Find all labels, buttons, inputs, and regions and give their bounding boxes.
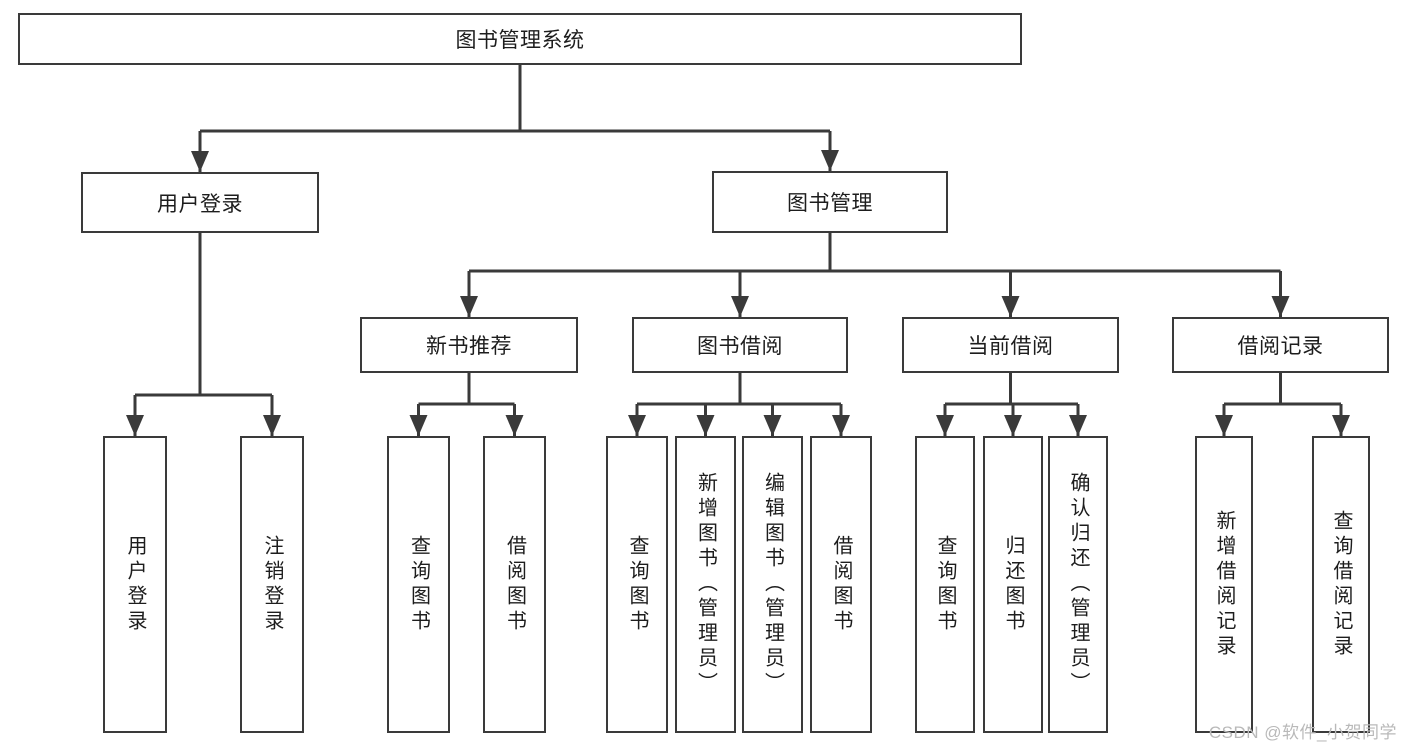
node-current[interactable]: 当前借阅 bbox=[902, 317, 1119, 373]
watermark: CSDN @软件_小贺同学 bbox=[1208, 723, 1397, 742]
node-newbook[interactable]: 新书推荐 bbox=[360, 317, 578, 373]
arrowhead bbox=[191, 151, 209, 172]
arrowhead bbox=[460, 296, 478, 317]
node-label: 确认归还（管理员） bbox=[1067, 472, 1089, 697]
node-login[interactable]: 用户登录 bbox=[81, 172, 319, 233]
node-label: 借阅记录 bbox=[1237, 335, 1324, 358]
node-leaf-bor-2[interactable]: 新增图书（管理员） bbox=[675, 436, 736, 733]
node-label: 借阅图书 bbox=[830, 534, 852, 635]
node-leaf-new-1[interactable]: 查询图书 bbox=[387, 436, 450, 733]
node-label: 新增图书（管理员） bbox=[694, 472, 717, 697]
node-leaf-rec-2[interactable]: 查询借阅记录 bbox=[1312, 436, 1370, 733]
arrowhead bbox=[1069, 415, 1087, 436]
node-records[interactable]: 借阅记录 bbox=[1172, 317, 1389, 373]
node-leaf-login-2[interactable]: 注销登录 bbox=[240, 436, 304, 733]
node-label: 注销登录 bbox=[261, 534, 283, 635]
node-borrow[interactable]: 图书借阅 bbox=[632, 317, 848, 373]
node-leaf-bor-1[interactable]: 查询图书 bbox=[606, 436, 668, 733]
node-label: 图书管理系统 bbox=[455, 29, 585, 52]
node-label: 查询图书 bbox=[626, 534, 648, 635]
node-label: 图书管理 bbox=[787, 192, 873, 215]
node-leaf-rec-1[interactable]: 新增借阅记录 bbox=[1195, 436, 1253, 733]
node-leaf-cur-3[interactable]: 确认归还（管理员） bbox=[1048, 436, 1108, 733]
node-label: 当前借阅 bbox=[967, 335, 1054, 358]
node-label: 查询图书 bbox=[407, 534, 430, 635]
arrowhead bbox=[1215, 415, 1233, 436]
node-label: 编辑图书（管理员） bbox=[761, 472, 784, 697]
node-leaf-cur-2[interactable]: 归还图书 bbox=[983, 436, 1043, 733]
node-bookmgmt[interactable]: 图书管理 bbox=[712, 171, 948, 233]
node-label: 新书推荐 bbox=[426, 335, 512, 358]
node-root[interactable]: 图书管理系统 bbox=[18, 13, 1022, 65]
node-label: 图书借阅 bbox=[697, 335, 783, 358]
node-label: 归还图书 bbox=[1002, 534, 1024, 635]
node-label: 用户登录 bbox=[157, 192, 243, 216]
node-label: 查询借阅记录 bbox=[1330, 509, 1352, 660]
arrowhead bbox=[832, 415, 850, 436]
arrowhead bbox=[763, 415, 782, 436]
arrowhead bbox=[1332, 415, 1350, 436]
node-label: 查询图书 bbox=[934, 534, 956, 635]
node-label: 用户登录 bbox=[124, 534, 146, 635]
node-label: 新增借阅记录 bbox=[1213, 509, 1235, 660]
node-leaf-login-1[interactable]: 用户登录 bbox=[103, 436, 167, 733]
arrowhead bbox=[409, 415, 428, 436]
arrowhead bbox=[936, 415, 954, 436]
arrowhead bbox=[1271, 296, 1290, 317]
arrowhead bbox=[731, 296, 749, 317]
arrowhead bbox=[1004, 415, 1022, 436]
arrowhead bbox=[696, 415, 715, 436]
node-leaf-bor-4[interactable]: 借阅图书 bbox=[810, 436, 872, 733]
node-leaf-cur-1[interactable]: 查询图书 bbox=[915, 436, 975, 733]
node-leaf-bor-3[interactable]: 编辑图书（管理员） bbox=[742, 436, 803, 733]
node-label: 借阅图书 bbox=[503, 534, 526, 635]
arrowhead bbox=[628, 415, 646, 436]
arrowhead bbox=[126, 415, 144, 436]
arrowhead bbox=[821, 150, 839, 171]
node-leaf-new-2[interactable]: 借阅图书 bbox=[483, 436, 546, 733]
arrowhead bbox=[505, 415, 524, 436]
arrowhead bbox=[263, 415, 281, 436]
arrowhead bbox=[1001, 296, 1020, 317]
